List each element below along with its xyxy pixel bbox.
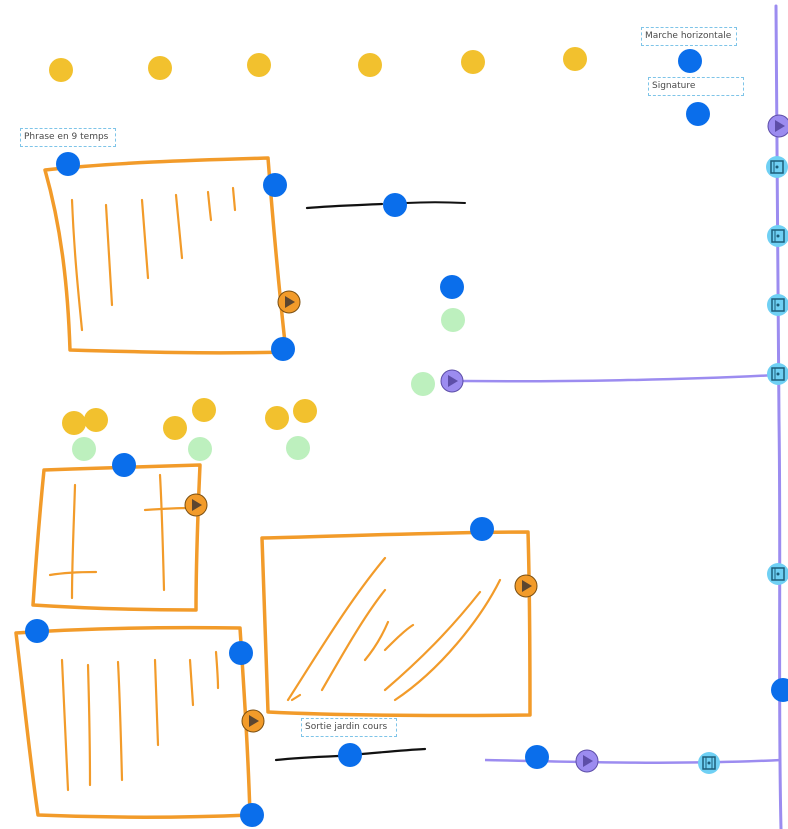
blue-handle[interactable]	[263, 173, 287, 197]
play-purple-icon[interactable]	[768, 115, 788, 137]
yellow-dot[interactable]	[563, 47, 587, 71]
play-orange-icon[interactable]	[515, 575, 537, 597]
blue-handle[interactable]	[470, 517, 494, 541]
blue-handle[interactable]	[56, 152, 80, 176]
black-stroke	[276, 756, 338, 760]
film-icon[interactable]	[767, 294, 788, 316]
yellow-dot[interactable]	[148, 56, 172, 80]
blue-handle[interactable]	[440, 275, 464, 299]
black-stroke	[307, 204, 382, 208]
green-dot[interactable]	[72, 437, 96, 461]
top-yellow-dots	[49, 47, 587, 82]
yellow-dot[interactable]	[358, 53, 382, 77]
middle-green-dots	[72, 436, 310, 461]
yellow-dot[interactable]	[247, 53, 271, 77]
yellow-dot[interactable]	[163, 416, 187, 440]
yellow-dot[interactable]	[62, 411, 86, 435]
play-purple-icon[interactable]	[576, 750, 598, 772]
green-dot[interactable]	[441, 308, 465, 332]
blue-handle[interactable]	[525, 745, 549, 769]
label-marche-horizontale[interactable]: Marche horizontale	[641, 27, 737, 46]
blue-handle[interactable]	[686, 102, 710, 126]
yellow-dot[interactable]	[192, 398, 216, 422]
yellow-dot[interactable]	[265, 406, 289, 430]
yellow-dot[interactable]	[84, 408, 108, 432]
label-phrase-9-temps[interactable]: Phrase en 9 temps	[20, 128, 116, 147]
yellow-dot[interactable]	[461, 50, 485, 74]
green-dot[interactable]	[188, 437, 212, 461]
blue-handle[interactable]	[338, 743, 362, 767]
film-icon[interactable]	[766, 156, 788, 178]
black-stroke	[406, 202, 465, 203]
blue-handle[interactable]	[271, 337, 295, 361]
green-dot[interactable]	[286, 436, 310, 460]
sketch-box-2[interactable]	[33, 465, 200, 610]
green-dot[interactable]	[411, 372, 435, 396]
play-purple-icon[interactable]	[441, 370, 463, 392]
play-orange-icon[interactable]	[185, 494, 207, 516]
blue-handle[interactable]	[383, 193, 407, 217]
sketch-box-4[interactable]	[16, 628, 250, 818]
film-icon[interactable]	[698, 752, 720, 774]
blue-handle[interactable]	[25, 619, 49, 643]
film-icon[interactable]	[767, 225, 788, 247]
sketch-box-1[interactable]	[45, 158, 286, 353]
film-icon[interactable]	[767, 363, 788, 385]
blue-handle[interactable]	[229, 641, 253, 665]
play-orange-icon[interactable]	[242, 710, 264, 732]
label-sortie-jardin-cours[interactable]: Sortie jardin cours	[301, 718, 397, 737]
yellow-dot[interactable]	[293, 399, 317, 423]
blue-handle[interactable]	[771, 678, 788, 702]
sketch-box-3[interactable]	[262, 532, 530, 716]
blue-handle[interactable]	[678, 49, 702, 73]
purple-track-line	[463, 375, 776, 381]
play-orange-icon[interactable]	[278, 291, 300, 313]
film-icon[interactable]	[767, 563, 788, 585]
yellow-dot[interactable]	[49, 58, 73, 82]
label-signature[interactable]: Signature	[648, 77, 744, 96]
blue-handle[interactable]	[112, 453, 136, 477]
blue-handle[interactable]	[240, 803, 264, 827]
black-stroke	[362, 749, 425, 754]
middle-yellow-dots	[62, 398, 317, 440]
